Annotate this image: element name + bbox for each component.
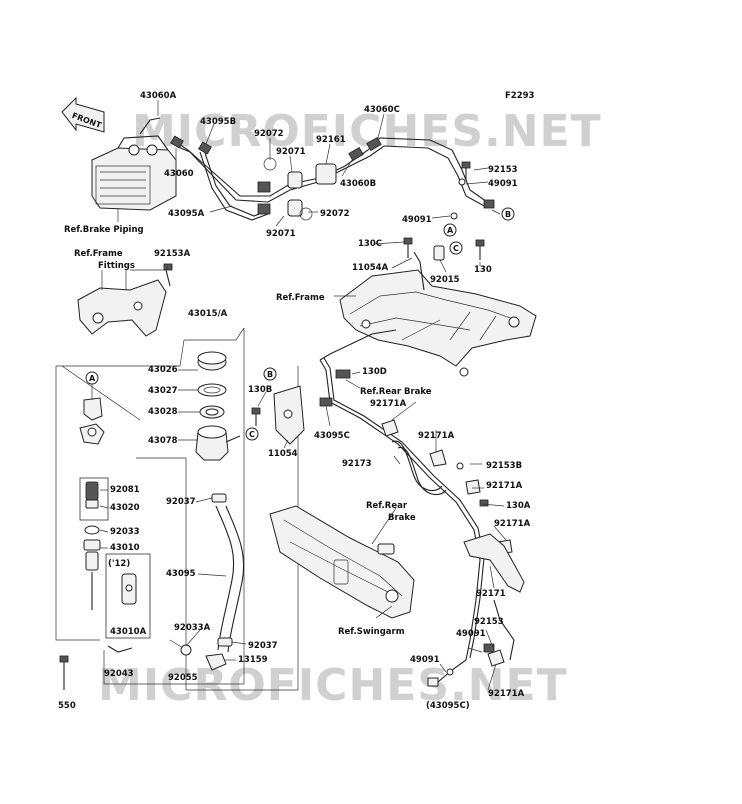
svg-text:A: A xyxy=(447,226,454,235)
label-92171a-d: 92171A xyxy=(494,519,531,529)
label-92033a: 92033A xyxy=(174,623,211,633)
bracket-92171 xyxy=(427,533,525,687)
label-43095c: 43095C xyxy=(314,431,350,441)
label-43026: 43026 xyxy=(148,365,178,375)
ref-circle-c-mid: C xyxy=(245,427,259,441)
master-cylinder-assembly xyxy=(59,397,137,690)
label-43095: 43095 xyxy=(166,569,196,579)
label-130b: 130B xyxy=(248,385,272,395)
label-ref-frame-fittings-2: Fittings xyxy=(98,261,135,271)
label-49091-a: 49091 xyxy=(488,179,518,189)
leader-lines-lower xyxy=(99,241,507,691)
label-92055: 92055 xyxy=(168,673,198,683)
ref-circle-a-left: A xyxy=(85,371,99,385)
label-92043: 92043 xyxy=(104,669,134,679)
label-43095b: 43095B xyxy=(200,117,236,127)
label-92171a-c: 92171A xyxy=(486,481,523,491)
label-ref-frame-fittings-1: Ref.Frame xyxy=(74,249,123,259)
label-43028: 43028 xyxy=(148,407,178,417)
label-92153b: 92153B xyxy=(486,461,522,471)
label-2012: ('12) xyxy=(108,559,130,569)
label-43078: 43078 xyxy=(148,436,178,446)
label-92072-a: 92072 xyxy=(254,129,284,139)
label-43095c-paren: (43095C) xyxy=(426,701,470,711)
label-43020: 43020 xyxy=(110,503,140,513)
label-130a: 130A xyxy=(506,501,531,511)
frame-fittings-small xyxy=(403,237,485,291)
label-92171: 92171 xyxy=(476,589,506,599)
label-43060b: 43060B xyxy=(340,179,376,189)
svg-text:C: C xyxy=(249,430,255,439)
label-43010: 43010 xyxy=(110,543,140,553)
brake-pipes-upper xyxy=(139,117,495,221)
label-ref-rear-brake-2b: Brake xyxy=(388,513,416,523)
reservoir-parts xyxy=(180,351,245,671)
label-ref-rear-brake-2a: Ref.Rear xyxy=(366,501,408,511)
label-92037-a: 92037 xyxy=(166,497,196,507)
label-92161: 92161 xyxy=(316,135,346,145)
label-92173: 92173 xyxy=(342,459,372,469)
label-43060c: 43060C xyxy=(364,105,400,115)
piston-kit-box xyxy=(79,477,109,521)
label-ref-brake-piping: Ref.Brake Piping xyxy=(64,225,144,235)
ref-circle-b-top: B xyxy=(501,207,515,221)
label-130c: 130C xyxy=(358,239,382,249)
svg-text:B: B xyxy=(505,210,511,219)
label-49091-c: 49091 xyxy=(456,629,486,639)
label-49091-b: 49091 xyxy=(402,215,432,225)
label-43027: 43027 xyxy=(148,386,178,396)
label-13159: 13159 xyxy=(238,655,268,665)
label-92037-b: 92037 xyxy=(248,641,278,651)
svg-text:C: C xyxy=(453,244,459,253)
label-92033: 92033 xyxy=(110,527,140,537)
label-92171a-a: 92171A xyxy=(370,399,407,409)
rear-brake-pipe xyxy=(251,329,513,661)
label-92072-b: 92072 xyxy=(320,209,350,219)
front-arrow-icon: FRONT xyxy=(61,96,105,133)
svg-text:B: B xyxy=(267,370,273,379)
label-11054: 11054 xyxy=(268,449,298,459)
label-49091-d: 49091 xyxy=(410,655,440,665)
label-11054a: 11054A xyxy=(352,263,389,273)
swingarm-illustration xyxy=(269,505,415,619)
label-ref-swingarm: Ref.Swingarm xyxy=(338,627,405,637)
label-ref-frame: Ref.Frame xyxy=(276,293,325,303)
frame-illustration xyxy=(339,269,537,377)
cylinder-2012-box xyxy=(105,553,151,639)
ref-circle-b-mid: B xyxy=(263,367,277,381)
label-92153: 92153 xyxy=(488,165,518,175)
diagram-code: F2293 xyxy=(505,91,535,101)
frame-fittings-bracket xyxy=(77,263,173,337)
label-92171a-e: 92171A xyxy=(488,689,525,699)
label-92171a-b: 92171A xyxy=(418,431,455,441)
label-130d: 130D xyxy=(362,367,387,377)
label-ref-rear-brake-1: Ref.Rear Brake xyxy=(360,387,432,397)
label-92153a: 92153A xyxy=(154,249,191,259)
ref-circle-c-top: C xyxy=(449,241,463,255)
label-92081: 92081 xyxy=(110,485,140,495)
label-43010a: 43010A xyxy=(110,627,147,637)
label-130: 130 xyxy=(474,265,492,275)
label-550: 550 xyxy=(58,701,76,711)
label-92153-b: 92153 xyxy=(474,617,504,627)
ref-circle-a-top: A xyxy=(443,223,457,237)
assembly-outline xyxy=(55,327,299,691)
label-92015: 92015 xyxy=(430,275,460,285)
part-labels: 43060A 43095B 92072 92071 92161 43060C 4… xyxy=(58,91,531,711)
leader-lines-upper xyxy=(157,100,501,227)
label-43060a: 43060A xyxy=(140,91,177,101)
label-43015a: 43015/A xyxy=(188,309,228,319)
label-92071-b: 92071 xyxy=(266,229,296,239)
label-43095a: 43095A xyxy=(168,209,205,219)
abs-unit-illustration xyxy=(91,135,177,211)
watermark-bottom: MICROFICHES.NET xyxy=(98,660,568,711)
label-43060: 43060 xyxy=(164,169,194,179)
svg-text:A: A xyxy=(89,374,96,383)
label-92071-a: 92071 xyxy=(276,147,306,157)
